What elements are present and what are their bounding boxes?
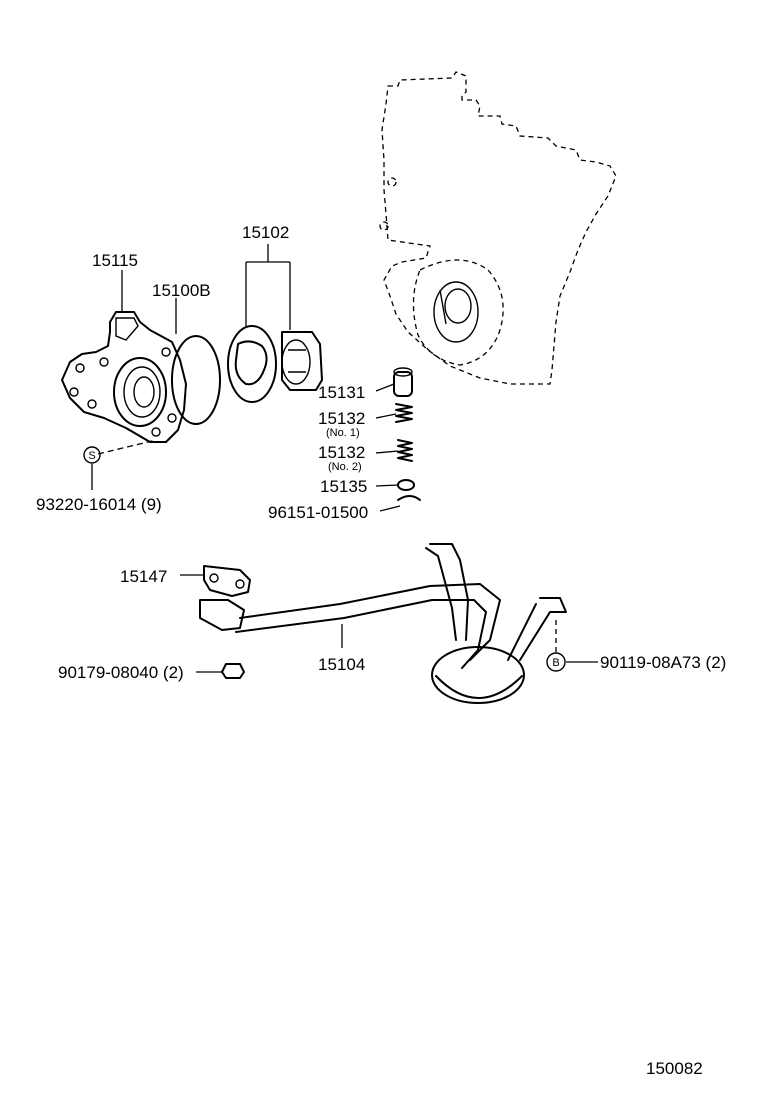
label-15135: 15135 [320,477,367,496]
label-96151: 96151-01500 [268,503,368,522]
label-15132-no2-note: (No. 2) [328,461,362,473]
label-15132-no1: 15132 [318,409,365,428]
label-90179: 90179-08040 (2) [58,663,184,682]
label-15102: 15102 [242,223,289,242]
s-mark-circle [83,446,101,464]
oil-pump-body [61,311,187,443]
strainer-gasket [203,565,251,597]
o-ring [171,335,221,425]
diagram-id: 150082 [646,1059,703,1078]
label-15147: 15147 [120,567,167,586]
label-93220: 93220-16014 (9) [36,495,162,514]
label-15115: 15115 [92,251,138,270]
bolt-90179 [221,663,245,679]
b-mark-circle [546,652,566,672]
label-15104: 15104 [318,655,365,674]
label-15131: 15131 [318,383,365,402]
relief-valve-parts [393,367,421,501]
leader-lines [91,244,598,673]
s-mark-text: S [88,450,95,462]
engine-block [379,71,617,385]
label-90119: 90119-08A73 (2) [600,653,726,672]
label-15132-no1-note: (No. 1) [326,427,360,439]
label-15132-no2: 15132 [318,443,365,462]
label-15100b: 15100B [152,281,211,300]
oil-strainer [199,543,567,704]
rotor-set [227,325,323,403]
b-mark-text: B [552,657,559,669]
